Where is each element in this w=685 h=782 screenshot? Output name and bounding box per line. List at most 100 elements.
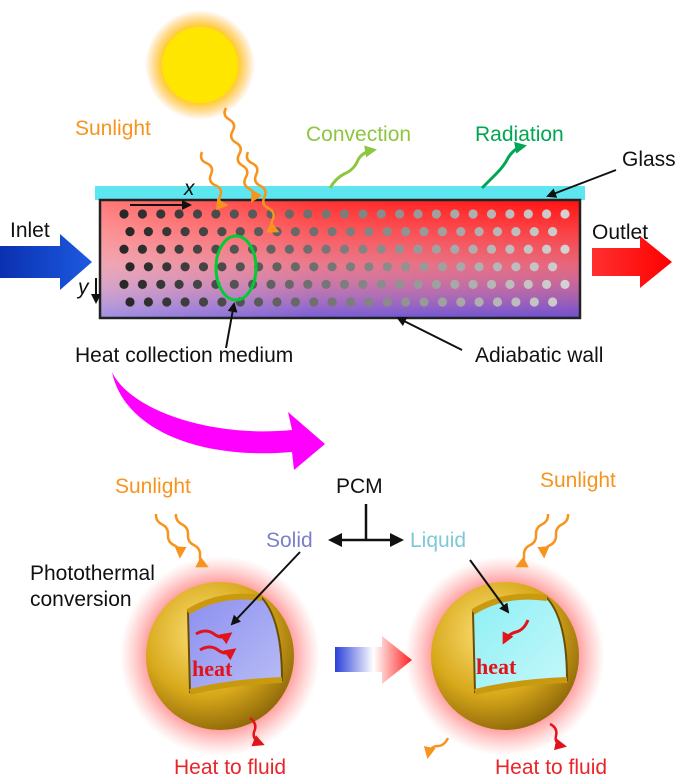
- particle: [492, 262, 503, 272]
- particle: [137, 279, 147, 289]
- particle: [413, 244, 423, 254]
- heat-to-fluid-label-left: Heat to fluid: [174, 756, 287, 779]
- particle: [284, 209, 294, 219]
- photothermal-label-line2: conversion: [30, 588, 132, 611]
- heat-out-arrow-right-1: [423, 737, 450, 759]
- heat-to-fluid-label-right: Heat to fluid: [495, 756, 608, 779]
- particle: [505, 279, 515, 289]
- particle: [486, 244, 497, 254]
- particle: [529, 297, 539, 307]
- heat-wave-right: [502, 619, 530, 645]
- heat-out-arrow-right-2: [549, 722, 567, 751]
- particle: [174, 244, 184, 254]
- particle: [235, 227, 245, 237]
- particle: [180, 227, 190, 237]
- particle: [180, 262, 190, 272]
- particle: [560, 244, 570, 254]
- particle: [229, 209, 239, 219]
- particle: [419, 227, 429, 237]
- particle: [119, 209, 129, 219]
- particle: [339, 279, 350, 289]
- particle: [156, 279, 166, 289]
- particle: [505, 244, 515, 254]
- pcm-arrow-left-head: [328, 533, 342, 547]
- particle: [198, 227, 209, 237]
- particle: [345, 227, 356, 237]
- adiabatic-pointer: [396, 317, 463, 351]
- particle: [290, 262, 300, 272]
- particle: [345, 297, 356, 307]
- heat-out-arrow-left: [249, 717, 265, 747]
- particle: [382, 262, 392, 272]
- sunlight-rays-top: [199, 107, 280, 233]
- particle: [523, 209, 533, 219]
- particle: [382, 227, 392, 237]
- liquid-label: Liquid: [410, 529, 467, 552]
- particle: [542, 209, 552, 219]
- particle: [272, 297, 282, 307]
- particle: [560, 209, 570, 219]
- sunlight-rays-bottom-right: [515, 513, 570, 568]
- convection-arrow: [328, 145, 377, 189]
- solid-label: Solid: [266, 529, 313, 552]
- particle: [468, 244, 478, 254]
- particle: [345, 262, 356, 272]
- particle: [413, 209, 423, 219]
- adiabatic-wall-label: Adiabatic wall: [475, 344, 604, 367]
- particle: [560, 279, 570, 289]
- particle: [468, 209, 478, 219]
- particle: [235, 262, 245, 272]
- particle: [229, 279, 239, 289]
- particle: [174, 209, 184, 219]
- particle: [511, 262, 521, 272]
- particle: [284, 279, 294, 289]
- particle: [162, 262, 172, 272]
- particle: [395, 209, 405, 219]
- medium-pointer: [225, 302, 238, 349]
- particle: [511, 227, 521, 237]
- y-axis-label: y: [78, 276, 89, 299]
- particle: [143, 262, 153, 272]
- pcm-arrow-right-head: [390, 533, 404, 547]
- particle: [303, 209, 313, 219]
- particle: [309, 297, 319, 307]
- particle: [180, 297, 190, 307]
- particle: [456, 227, 466, 237]
- particle: [395, 244, 405, 254]
- particle: [468, 279, 478, 289]
- particle: [474, 262, 484, 272]
- particle: [309, 227, 319, 237]
- particle: [431, 209, 441, 219]
- glass-layer: [95, 186, 585, 200]
- particle: [321, 279, 331, 289]
- particle: [125, 297, 135, 307]
- particle: [309, 262, 319, 272]
- particle: [474, 227, 484, 237]
- particle: [358, 279, 368, 289]
- pcm-capsule-liquid: [405, 556, 605, 756]
- particle: [229, 244, 239, 254]
- zoom-arrow: [112, 372, 325, 470]
- particle: [548, 262, 558, 272]
- particle: [211, 209, 221, 219]
- particle: [339, 209, 350, 219]
- particle: [401, 297, 411, 307]
- glass-pointer: [546, 169, 617, 198]
- particle: [327, 262, 337, 272]
- particle: [401, 227, 411, 237]
- particle: [511, 297, 521, 307]
- particle: [413, 279, 423, 289]
- particle: [437, 297, 447, 307]
- particle: [119, 244, 129, 254]
- convection-label: Convection: [306, 123, 412, 146]
- particle: [192, 279, 203, 289]
- particle: [395, 279, 405, 289]
- particle: [450, 279, 460, 289]
- particle: [364, 297, 374, 307]
- particle: [548, 227, 558, 237]
- particle: [523, 279, 533, 289]
- particle: [548, 297, 558, 307]
- inlet-arrow: [0, 234, 92, 290]
- pcm-capsule-solid: [120, 556, 320, 756]
